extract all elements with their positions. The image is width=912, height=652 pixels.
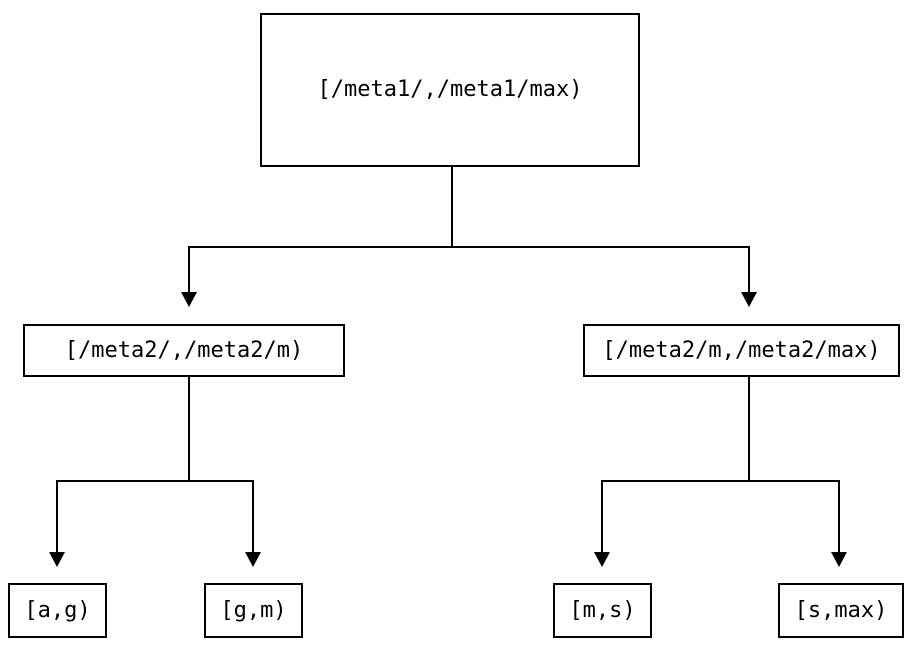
- arrowhead-down-icon: [741, 292, 757, 307]
- arrowhead-down-icon: [49, 552, 65, 567]
- arrowhead-down-icon: [181, 292, 197, 307]
- edge-mid-left-stem: [188, 377, 190, 482]
- tree-node-leaf-gm: [g,m): [204, 583, 303, 638]
- tree-node-leaf-smax: [s,max): [778, 583, 904, 638]
- arrowhead-down-icon: [831, 552, 847, 567]
- tree-node-mid-right: [/meta2/m,/meta2/max): [583, 324, 900, 377]
- edge-mid-right-to-leaf-ms: [601, 480, 603, 552]
- edge-mid-right-to-leaf-smax: [838, 480, 840, 552]
- tree-node-mid-left: [/meta2/,/meta2/m): [23, 324, 345, 377]
- edge-mid-right-crossbar: [601, 480, 840, 482]
- edge-root-to-mid-right: [748, 246, 750, 292]
- edge-mid-left-to-leaf-ag: [56, 480, 58, 552]
- edge-mid-right-stem: [748, 377, 750, 482]
- arrowhead-down-icon: [245, 552, 261, 567]
- arrowhead-down-icon: [594, 552, 610, 567]
- tree-node-leaf-ms: [m,s): [553, 583, 652, 638]
- edge-mid-left-crossbar: [56, 480, 254, 482]
- tree-node-leaf-ag: [a,g): [8, 583, 107, 638]
- edge-root-to-mid-left: [188, 246, 190, 292]
- tree-node-root: [/meta1/,/meta1/max): [260, 13, 640, 167]
- edge-mid-left-to-leaf-gm: [252, 480, 254, 552]
- edge-root-stem: [451, 167, 453, 248]
- edge-root-crossbar: [188, 246, 750, 248]
